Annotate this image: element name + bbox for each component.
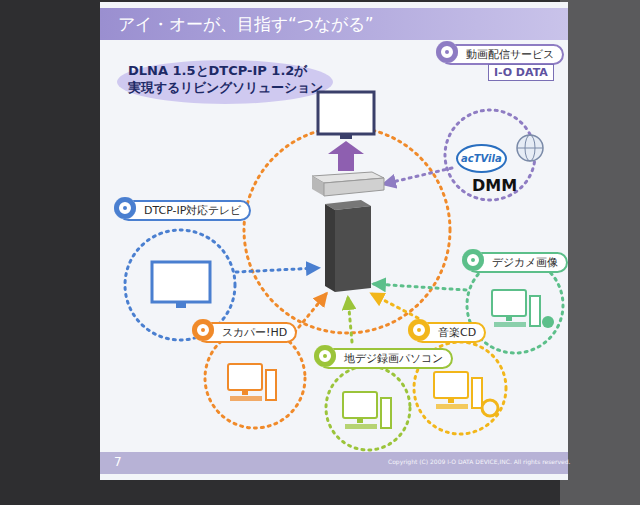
service-logo: DMM bbox=[472, 176, 517, 195]
slide-subtitle: DLNA 1.5とDTCP-IP 1.2が 実現するリビングソリューション bbox=[128, 62, 343, 96]
device-label: 動画配信サービス bbox=[440, 44, 564, 65]
slide-title: アイ・オーが、目指す“つながる” bbox=[118, 13, 374, 36]
device-label: 地デジ録画パソコン bbox=[318, 348, 453, 369]
copyright-note: Copyright (C) 2009 I-O DATA DEVICE,INC. … bbox=[388, 458, 570, 465]
device-label: デジカメ画像 bbox=[466, 252, 568, 273]
device-label: 音楽CD bbox=[412, 322, 486, 343]
service-logo: acTVila bbox=[456, 144, 507, 173]
page-number: 7 bbox=[114, 455, 122, 469]
device-label: スカパー!HD bbox=[196, 322, 297, 343]
company-logo: I-O DATA bbox=[488, 64, 554, 81]
device-label: DTCP-IP対応テレビ bbox=[118, 200, 251, 221]
